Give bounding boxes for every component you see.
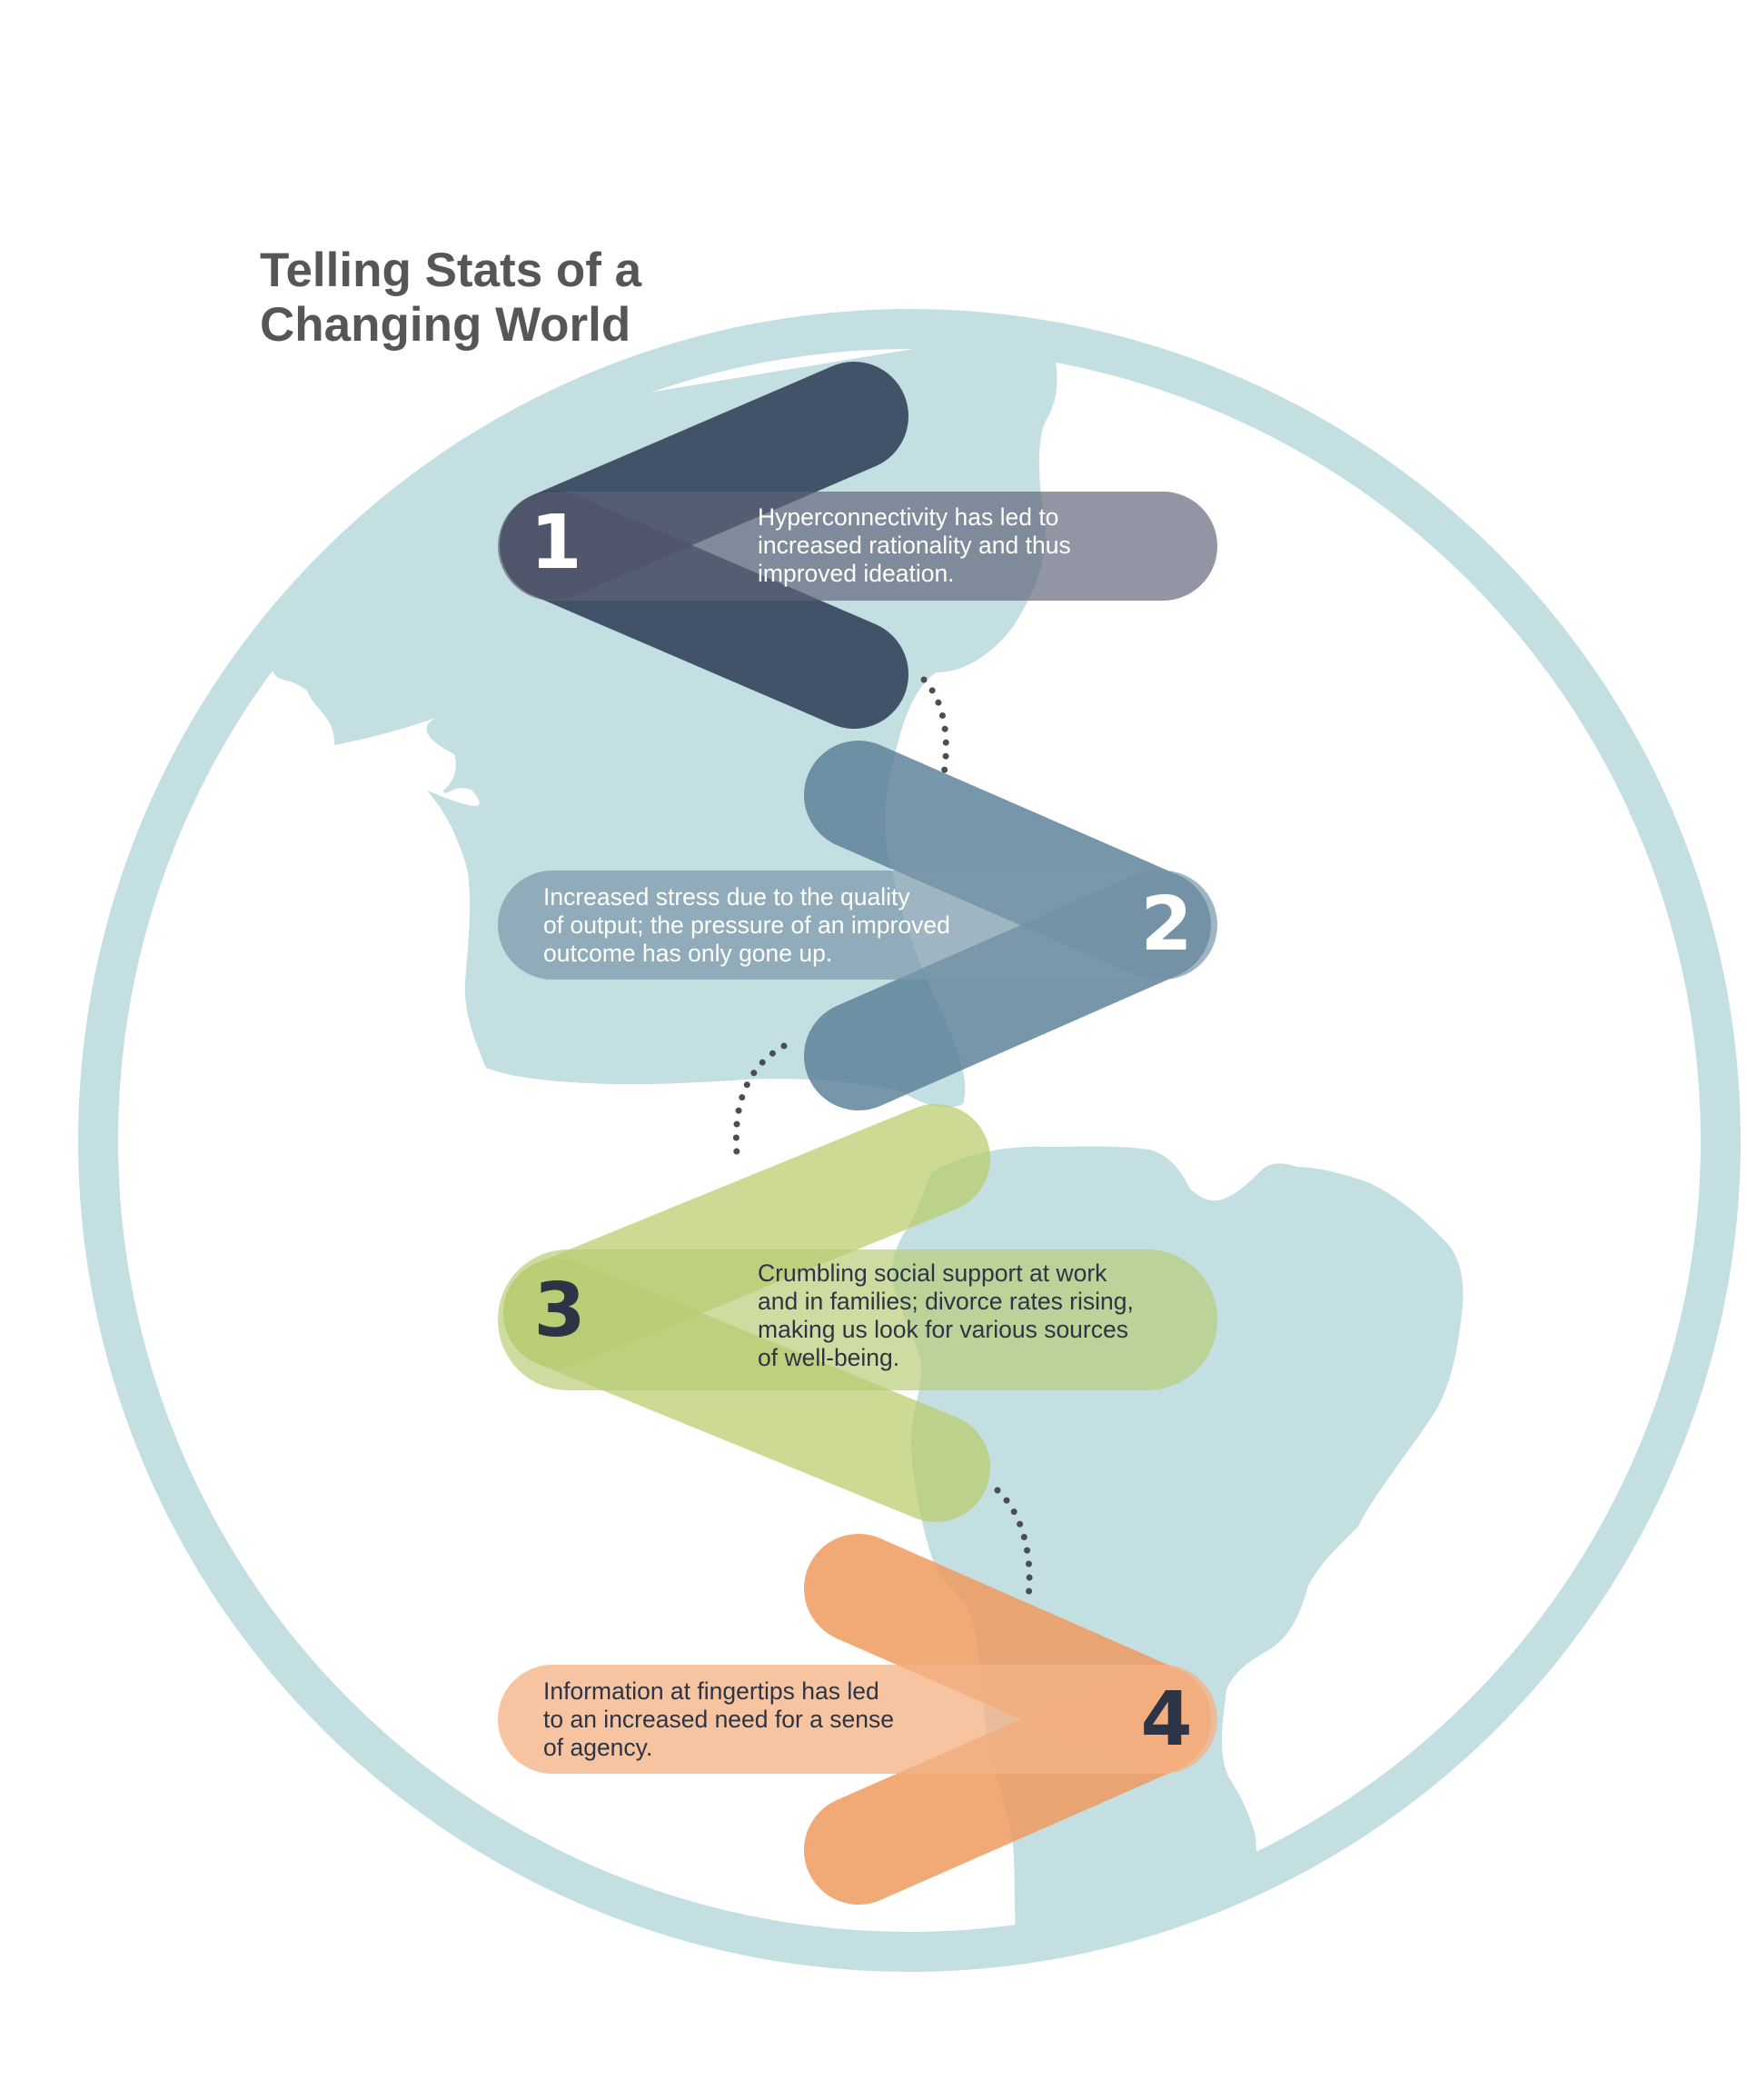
- step-3-line-2: and in families; divorce rates rising,: [758, 1288, 1134, 1315]
- connector-1-2: [920, 676, 949, 778]
- connectors: [732, 676, 1033, 1601]
- step-4-description: Information at fingertips has led to an …: [543, 1677, 900, 1761]
- step-3-description: Crumbling social support at work and in …: [758, 1259, 1140, 1371]
- step-3-line-3: making us look for various sources: [758, 1316, 1128, 1343]
- step-2-description: Increased stress due to the quality of o…: [543, 883, 957, 967]
- step-2-line-1: Increased stress due to the quality: [543, 883, 910, 911]
- step-3-line-1: Crumbling social support at work: [758, 1259, 1107, 1287]
- connector-3-4: [994, 1487, 1033, 1601]
- step-1-number: 1: [530, 500, 581, 586]
- step-4-number: 4: [1140, 1677, 1192, 1763]
- step-4-line-1: Information at fingertips has led: [543, 1677, 879, 1705]
- step-3: 3 Crumbling social support at work and i…: [498, 1104, 1217, 1522]
- step-4-line-2: to an increased need for a sense: [543, 1706, 894, 1733]
- step-1-line-2: increased rationality and thus: [758, 532, 1071, 559]
- step-4-pill: [498, 1665, 1217, 1774]
- globe-ring: [78, 309, 1741, 1972]
- step-2-number: 2: [1140, 881, 1192, 968]
- step-3-pill: [498, 1249, 1217, 1390]
- page-title: Telling Stats of a Changing World: [260, 244, 896, 353]
- step-1-pill: [498, 492, 1217, 601]
- step-1-description: Hyperconnectivity has led to increased r…: [758, 503, 1077, 587]
- connector-2-3: [732, 1042, 788, 1167]
- step-3-number: 3: [533, 1268, 585, 1354]
- step-2-pill: [498, 871, 1217, 980]
- step-4-line-3: of agency.: [543, 1734, 652, 1761]
- step-2-line-3: outcome has only gone up.: [543, 940, 832, 967]
- step-1-line-3: improved ideation.: [758, 560, 955, 587]
- step-4: 4 Information at fingertips has led to a…: [498, 1534, 1217, 1905]
- step-1-line-1: Hyperconnectivity has led to: [758, 503, 1058, 531]
- step-1: 1 Hyperconnectivity has led to increased…: [498, 362, 1217, 729]
- step-2: 2 Increased stress due to the quality of…: [498, 741, 1217, 1110]
- step-3-line-4: of well-being.: [758, 1344, 899, 1371]
- step-2-line-2: of output; the pressure of an improved: [543, 911, 950, 939]
- title-line-1: Telling Stats of a: [260, 244, 642, 297]
- title-line-2: Changing World: [260, 298, 631, 352]
